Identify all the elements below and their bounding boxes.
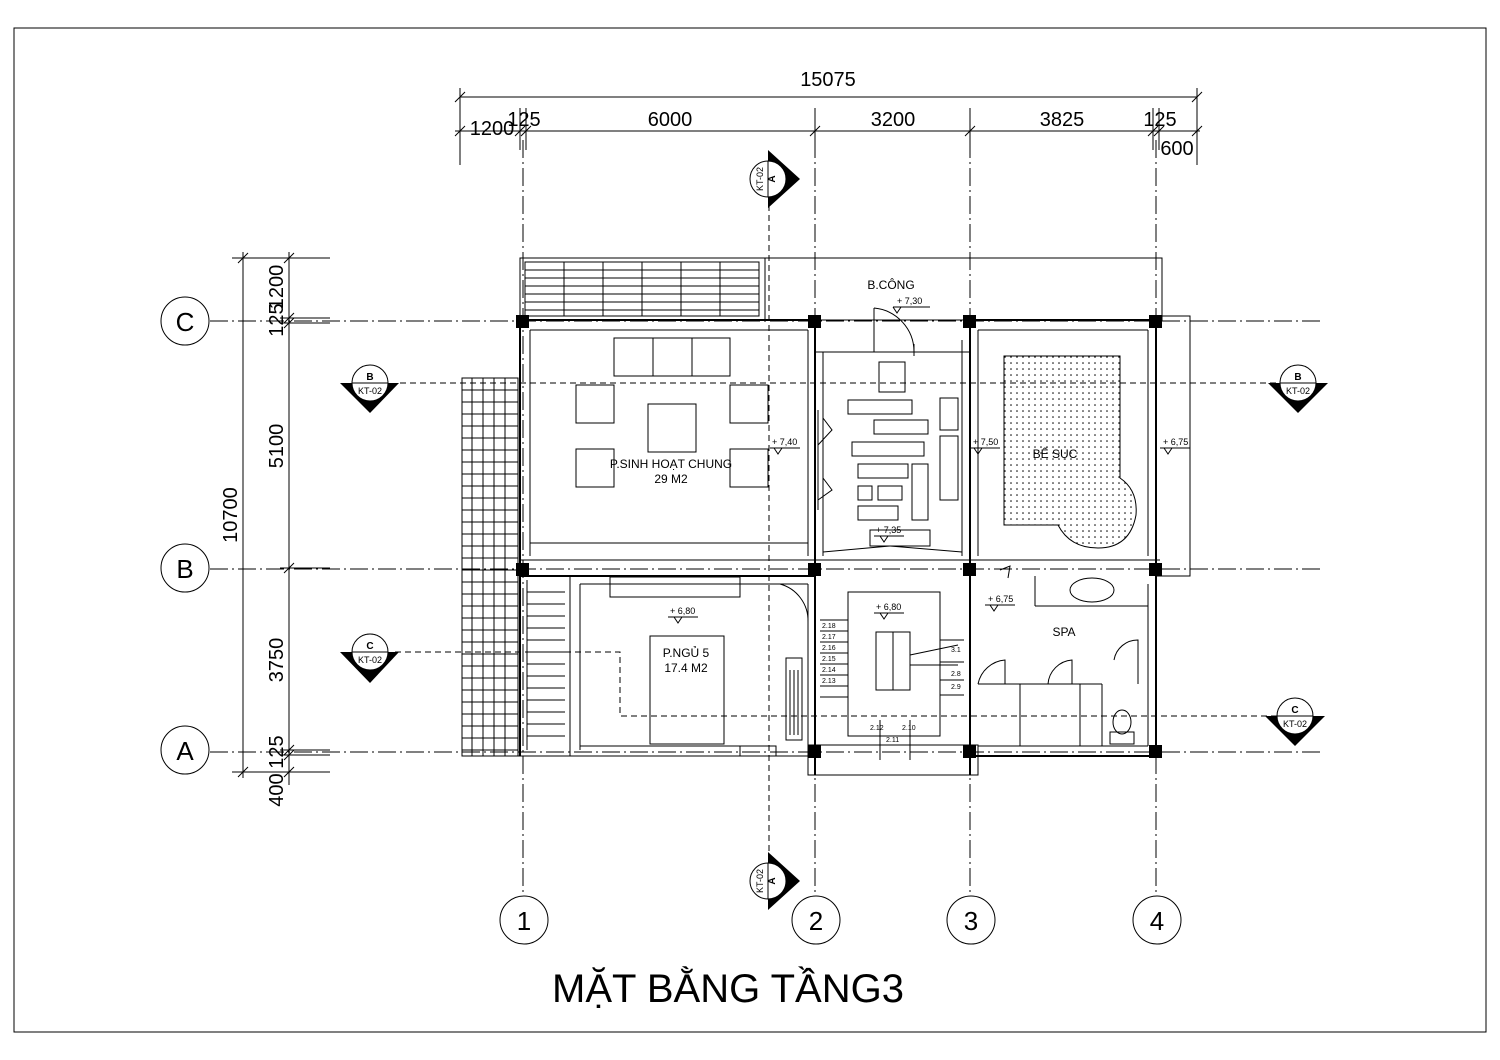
dim-left-6: 400 bbox=[266, 773, 288, 806]
columns bbox=[516, 315, 1162, 758]
dim-top-2: 125 bbox=[507, 109, 540, 131]
stair-step-label: 2.9 bbox=[951, 684, 961, 691]
room-area-living: 29 M2 bbox=[654, 472, 688, 486]
axis-label-2: 2 bbox=[809, 906, 823, 936]
section-marker-b-left-sheet: KT-02 bbox=[358, 386, 382, 396]
level-mark-pool: + 7,50 bbox=[973, 437, 998, 447]
section-markers: A KT-02 A KT-02 B KT-02 B KT-02 bbox=[340, 150, 1328, 910]
axis-bubble-a bbox=[160, 725, 210, 775]
axis-bubble-4 bbox=[1132, 895, 1182, 945]
stair-step-label: 2.8 bbox=[951, 671, 961, 678]
dim-top-5: 3825 bbox=[1040, 109, 1085, 131]
spa-fixtures bbox=[977, 565, 1139, 745]
stair-step-label: 2.11 bbox=[886, 737, 899, 744]
axis-label-4: 4 bbox=[1150, 906, 1164, 936]
dim-top-4: 3200 bbox=[871, 109, 916, 131]
bedroom-furniture bbox=[609, 576, 809, 745]
section-marker-a-bottom: A KT-02 bbox=[749, 852, 800, 910]
room-label-living: P.SINH HOẠT CHUNG bbox=[610, 457, 732, 471]
stair-step-label: 2.13 bbox=[822, 678, 836, 685]
axis-label-3: 3 bbox=[964, 906, 978, 936]
section-marker-c-left: C KT-02 bbox=[340, 633, 399, 683]
level-mark-balcony: + 7,30 bbox=[897, 296, 922, 306]
axis-label-a: A bbox=[176, 736, 194, 766]
section-marker-c-right: C KT-02 bbox=[1265, 697, 1325, 746]
axis-label-b: B bbox=[176, 554, 193, 584]
stair-step-label: 2.16 bbox=[822, 645, 836, 652]
stair-step-label: 2.12 bbox=[870, 725, 884, 732]
room-label-pool: BỂ SỤC bbox=[1033, 446, 1078, 461]
rooftop-panels bbox=[524, 261, 760, 317]
axis-bubbles: 1 2 3 4 C B A bbox=[160, 296, 1182, 945]
stair-step-label: 3.1 bbox=[951, 647, 961, 654]
dim-left-1: 1200 bbox=[266, 265, 288, 310]
stair: 2.18 2.17 2.16 2.15 2.14 2.13 3.1 2.8 2.… bbox=[820, 591, 964, 760]
stair-step-label: 2.15 bbox=[822, 656, 836, 663]
sheet-border bbox=[13, 27, 1487, 1033]
level-mark-living: + 7,40 bbox=[772, 437, 797, 447]
axis-bubble-3 bbox=[946, 895, 996, 945]
left-louver bbox=[461, 377, 565, 757]
dim-left-4: 3750 bbox=[266, 638, 288, 683]
dim-overall-width: 15075 bbox=[800, 69, 856, 91]
section-marker-c-left-sheet: KT-02 bbox=[358, 655, 382, 665]
level-mark-stair: + 6,80 bbox=[876, 602, 901, 612]
stair-step-label: 2.10 bbox=[902, 725, 916, 732]
axis-bubble-2 bbox=[791, 895, 841, 945]
room-label-balcony: B.CÔNG bbox=[867, 277, 914, 292]
section-marker-b-left-letter: B bbox=[366, 372, 373, 383]
section-marker-b-left: B KT-02 bbox=[340, 364, 399, 413]
level-mark-bedroom: + 6,80 bbox=[670, 606, 695, 616]
center-bay-furniture bbox=[807, 361, 963, 553]
dim-overall-height: 10700 bbox=[220, 487, 242, 543]
room-label-bedroom: P.NGỦ 5 bbox=[663, 645, 710, 660]
axis-label-c: C bbox=[176, 307, 195, 337]
section-marker-c-left-letter: C bbox=[366, 641, 373, 652]
section-marker-c-right-sheet: KT-02 bbox=[1283, 719, 1307, 729]
level-mark-spa: + 6,75 bbox=[988, 594, 1013, 604]
section-marker-a-bottom-sheet: KT-02 bbox=[755, 869, 765, 893]
level-marks: + 7,30 + 7,40 + 7,35 + 7,50 + 6,75 + 6,8… bbox=[668, 296, 1190, 624]
top-dimensions: 15075 1200 125 6000 3200 3825 125 600 bbox=[454, 69, 1203, 165]
section-marker-b-right: B KT-02 bbox=[1268, 364, 1328, 413]
section-marker-c-right-letter: C bbox=[1291, 705, 1298, 716]
section-marker-a-top: A KT-02 bbox=[749, 150, 800, 208]
dim-top-3: 6000 bbox=[648, 109, 693, 131]
section-marker-b-right-sheet: KT-02 bbox=[1286, 386, 1310, 396]
section-cut-lines bbox=[395, 205, 1282, 855]
section-marker-b-right-letter: B bbox=[1294, 372, 1301, 383]
section-marker-a-bottom-letter: A bbox=[767, 877, 778, 884]
dim-top-7: 600 bbox=[1160, 138, 1193, 160]
axis-bubble-c bbox=[160, 296, 210, 346]
dim-top-1: 1200 bbox=[470, 118, 515, 140]
dim-left-3: 5100 bbox=[266, 424, 288, 469]
section-marker-a-top-letter: A bbox=[767, 175, 778, 182]
dim-left-2: 125 bbox=[266, 303, 288, 336]
axis-bubble-b bbox=[160, 543, 210, 593]
stair-step-label: 2.14 bbox=[822, 667, 836, 674]
axis-bubble-1 bbox=[499, 895, 549, 945]
living-room-furniture bbox=[575, 337, 769, 488]
axis-label-1: 1 bbox=[517, 906, 531, 936]
jacuzzi-pool bbox=[1003, 355, 1137, 549]
room-labels: B.CÔNG P.SINH HOẠT CHUNG 29 M2 BỂ SỤC P.… bbox=[610, 277, 1078, 675]
stair-step-label: 2.17 bbox=[822, 634, 836, 641]
level-mark-east-terrace: + 6,75 bbox=[1163, 437, 1188, 447]
dim-top-6: 125 bbox=[1143, 109, 1176, 131]
section-marker-a-top-sheet: KT-02 bbox=[755, 167, 765, 191]
left-dimensions: 10700 1200 125 5100 3750 125 400 bbox=[220, 252, 330, 807]
drawing-title: MẶT BẰNG TẦNG3 bbox=[552, 965, 904, 1011]
room-label-spa: SPA bbox=[1052, 625, 1075, 639]
balcony-door bbox=[873, 307, 915, 356]
room-area-bedroom: 17.4 M2 bbox=[664, 661, 708, 675]
level-mark-center: + 7,35 bbox=[876, 525, 901, 535]
stair-step-label: 2.18 bbox=[822, 623, 836, 630]
